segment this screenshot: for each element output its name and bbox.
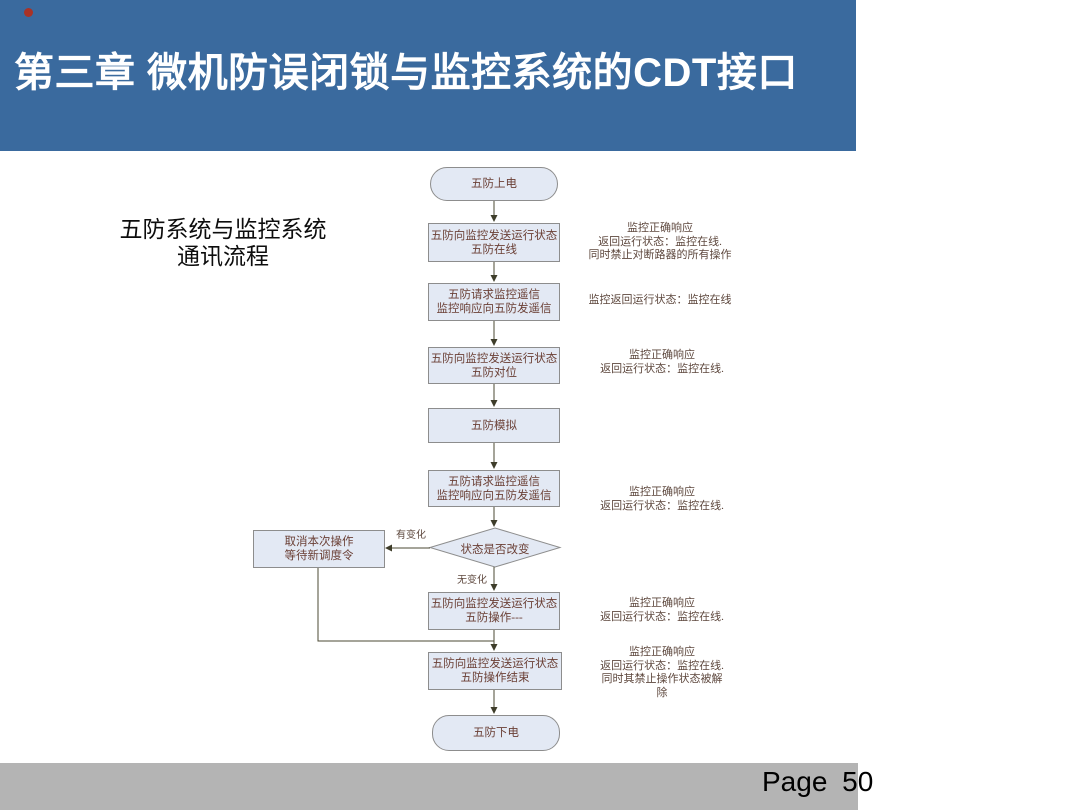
- flow-step-line: 五防操作结束: [460, 672, 530, 684]
- flow-step-wufang-online: 五防向监控发送运行状态 五防在线: [428, 223, 560, 262]
- flow-step-line: 五防向监控发送运行状态: [431, 658, 559, 670]
- annotation-align-response: 监控正确响应 返回运行状态：监控在线.: [585, 349, 739, 376]
- diagram-caption-line2: 通讯流程: [177, 243, 269, 269]
- flow-end-label: 五防下电: [473, 727, 519, 739]
- annotation-line: 监控返回运行状态：监控在线: [588, 294, 732, 306]
- flow-decision-label: 状态是否改变: [460, 544, 530, 556]
- annotation-line: 返回运行状态：监控在线.: [600, 659, 724, 672]
- annotation-line: 监控正确响应: [629, 597, 695, 609]
- flow-step-wufang-align: 五防向监控发送运行状态 五防对位: [428, 347, 560, 384]
- flow-start-node: 五防上电: [430, 167, 558, 201]
- annotation-line: 返回运行状态：监控在线.: [600, 610, 724, 623]
- annotation-online-response: 监控正确响应 返回运行状态：监控在线. 同时禁止对断路器的所有操作: [583, 222, 737, 263]
- flow-step-line: 五防向监控发送运行状态: [430, 352, 558, 365]
- annotation-line: 监控正确响应: [629, 349, 695, 361]
- edge-label-changed: 有变化: [396, 530, 426, 541]
- slide-title: 第三章 微机防误闭锁与监控系统的CDT接口: [14, 51, 798, 95]
- flow-step-line: 五防对位: [471, 366, 517, 379]
- annotation-line: 返回运行状态：监控在线.: [600, 499, 724, 512]
- flow-step-line: 等待新调度令: [284, 550, 354, 562]
- flow-step-line: 五防操作---: [465, 612, 523, 624]
- annotation-end-response: 监控正确响应 返回运行状态：监控在线. 同时其禁止操作状态被解 除: [583, 646, 741, 700]
- flow-step-line: 五防模拟: [471, 419, 517, 432]
- annotation-telesignal2-response: 监控正确响应 返回运行状态：监控在线.: [585, 486, 739, 513]
- flow-step-request-telesignal-1: 五防请求监控遥信 监控响应向五防发遥信: [428, 283, 560, 321]
- flow-step-line: 五防请求监控遥信: [448, 475, 540, 488]
- red-indicator-dot-icon: [24, 8, 33, 17]
- flow-end-node: 五防下电: [432, 715, 560, 751]
- flow-step-wufang-simulate: 五防模拟: [428, 408, 560, 443]
- annotation-line: 同时禁止对断路器的所有操作: [588, 249, 732, 261]
- annotation-line: 监控正确响应: [629, 486, 695, 498]
- annotation-operating-response: 监控正确响应 返回运行状态：监控在线.: [585, 597, 739, 624]
- flow-step-request-telesignal-2: 五防请求监控遥信 监控响应向五防发遥信: [428, 470, 560, 507]
- annotation-line: 监控正确响应: [629, 646, 695, 658]
- flow-step-line: 监控响应向五防发遥信: [436, 489, 552, 502]
- slide-footer-bar: [0, 763, 858, 810]
- annotation-telesignal-response: 监控返回运行状态：监控在线: [585, 294, 735, 308]
- flow-step-line: 五防在线: [471, 243, 517, 256]
- flow-step-line: 五防向监控发送运行状态: [430, 598, 558, 610]
- diagram-caption: 五防系统与监控系统 通讯流程: [100, 216, 346, 270]
- annotation-line: 同时其禁止操作状态被解: [601, 673, 723, 685]
- flow-step-wufang-operating: 五防向监控发送运行状态 五防操作---: [428, 592, 560, 630]
- slide-header: 第三章 微机防误闭锁与监控系统的CDT接口: [0, 0, 856, 151]
- flow-step-line: 监控响应向五防发遥信: [436, 303, 552, 315]
- annotation-line: 监控正确响应: [627, 222, 693, 234]
- flow-step-wufang-operation-end: 五防向监控发送运行状态 五防操作结束: [428, 652, 562, 690]
- page-number: Page 50: [762, 766, 874, 797]
- flow-step-line: 取消本次操作: [284, 536, 354, 548]
- flow-start-label: 五防上电: [471, 178, 517, 190]
- flow-step-cancel-operation: 取消本次操作 等待新调度令: [253, 530, 385, 568]
- annotation-line: 返回运行状态：监控在线.: [598, 235, 722, 248]
- flow-step-line: 五防请求监控遥信: [448, 289, 540, 301]
- flow-step-line: 五防向监控发送运行状态: [430, 229, 558, 242]
- edge-label-unchanged: 无变化: [457, 575, 487, 586]
- annotation-line: 返回运行状态：监控在线.: [600, 362, 724, 375]
- diagram-caption-line1: 五防系统与监控系统: [119, 216, 327, 242]
- annotation-line: 除: [656, 686, 668, 699]
